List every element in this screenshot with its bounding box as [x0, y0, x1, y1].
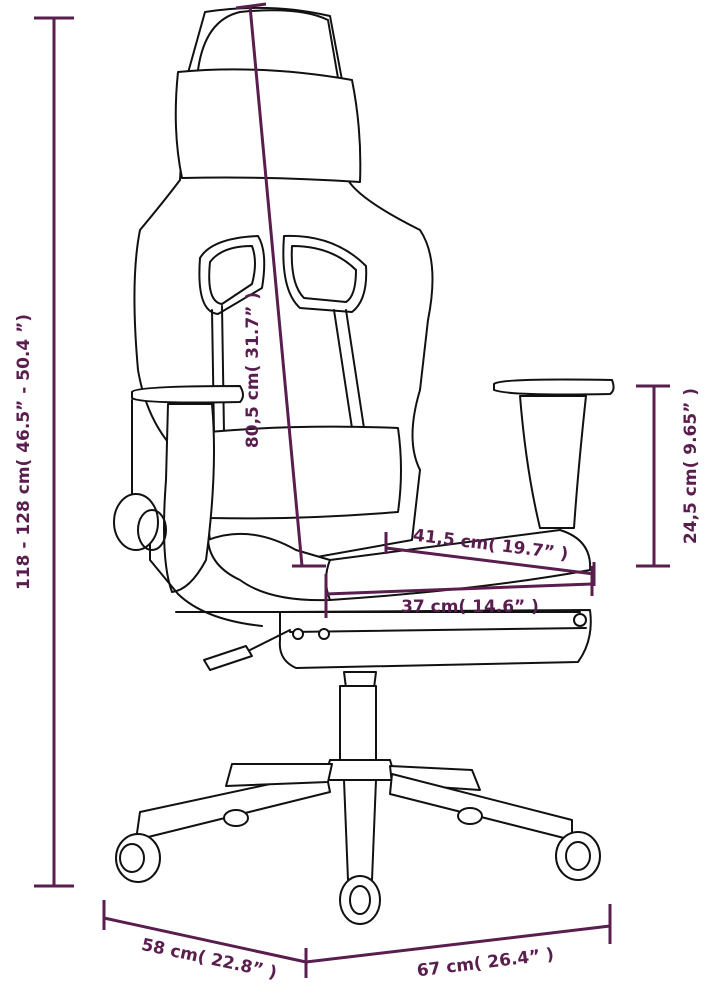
- armrest-right-post: [519, 395, 587, 529]
- headrest-pillow: [174, 68, 362, 183]
- base-width-label: 67 cm( 26.4” ): [416, 945, 555, 982]
- strap-left-2: [221, 305, 225, 433]
- recline-knob: [113, 493, 159, 551]
- dimension-lines: [34, 2, 670, 978]
- footrest-bar: [289, 627, 587, 633]
- caster-back-left: [223, 809, 249, 827]
- headrest: [197, 9, 339, 79]
- base-leg-right-front: [389, 773, 573, 841]
- backrest-height-label: 80,5 cm( 31.7” ): [243, 292, 263, 448]
- strap-left: [211, 309, 215, 433]
- seat-depth-line: [325, 582, 593, 596]
- armrest-height-label: 24,5 cm( 9.65” ): [681, 388, 701, 544]
- base-depth-line: [103, 916, 307, 964]
- footrest-bolt-2: [318, 628, 330, 640]
- gas-cylinder: [339, 685, 377, 763]
- footrest: [278, 609, 592, 669]
- height-lever: [203, 645, 253, 671]
- harness-slot-right: [282, 234, 368, 313]
- armrest-left-bracket: [131, 399, 263, 627]
- base-leg-front: [343, 779, 377, 881]
- backrest-height-tick-top: [235, 2, 267, 10]
- lumbar-pillow: [204, 425, 402, 520]
- strap-right: [333, 309, 353, 429]
- recline-knob-inner: [137, 509, 167, 551]
- seat-cushion: [207, 529, 592, 602]
- seat-width-line: [385, 546, 595, 576]
- base-leg-left-back: [225, 763, 333, 787]
- caster-front: [339, 875, 381, 925]
- footrest-bolt-1: [292, 628, 304, 640]
- base-hub: [323, 759, 397, 781]
- harness-slot-left: [198, 235, 266, 315]
- total-height-label: 118 - 128 cm( 46.5” - 50.4 ”): [14, 314, 34, 590]
- footrest-bolt-3: [573, 613, 587, 627]
- strap-right-2: [345, 309, 365, 429]
- height-lever-arm: [249, 629, 291, 651]
- armrest-left-pad: [131, 385, 244, 404]
- base-width-line: [305, 924, 611, 964]
- backrest-height-line: [248, 5, 304, 567]
- caster-back-right: [457, 807, 483, 825]
- harness-slot-left-inner: [208, 245, 256, 305]
- caster-left: [115, 833, 161, 883]
- armrest-right-pad: [493, 378, 615, 396]
- harness-slot-right-inner: [290, 245, 357, 303]
- chair-drawing: [113, 6, 615, 925]
- armrest-left-post: [163, 403, 215, 593]
- seat-depth-label: 37 cm( 14.6” ): [401, 597, 539, 617]
- caster-right: [555, 831, 601, 881]
